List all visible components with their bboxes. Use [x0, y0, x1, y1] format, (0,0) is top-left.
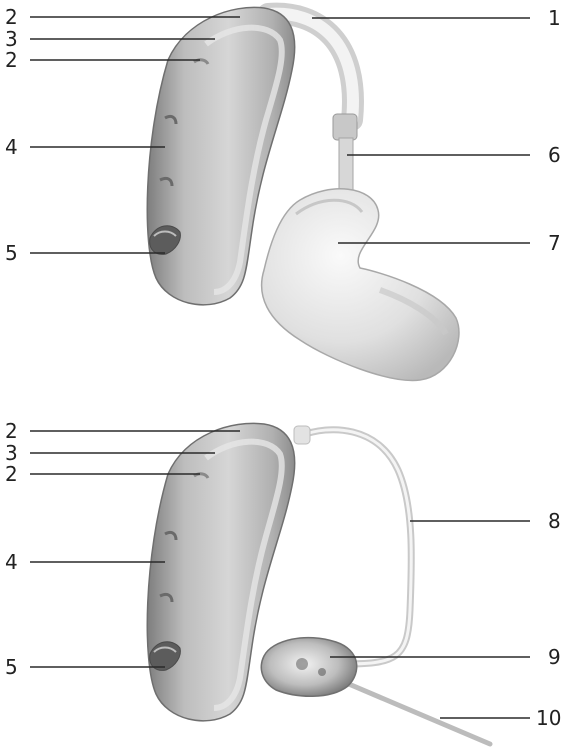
callout-label: 2 — [5, 419, 18, 443]
callout-label: 10 — [536, 706, 561, 730]
callout-label: 5 — [5, 655, 18, 679]
retention-line — [330, 676, 490, 744]
bottom-hearing-aid-illustration — [147, 423, 490, 744]
earmold — [262, 189, 459, 381]
callout-label: 9 — [548, 645, 561, 669]
callout-label: 4 — [5, 550, 18, 574]
callout-label: 4 — [5, 135, 18, 159]
tube-connector — [333, 114, 357, 140]
callout-label: 2 — [5, 5, 18, 29]
callout-label: 2 — [5, 48, 18, 72]
callout-label: 1 — [548, 6, 561, 30]
top-hearing-aid-illustration — [147, 7, 459, 380]
callout-label: 2 — [5, 462, 18, 486]
callout-label: 7 — [548, 231, 561, 255]
callout-label: 8 — [548, 509, 561, 533]
callout-label: 5 — [5, 241, 18, 265]
callout-label: 6 — [548, 143, 561, 167]
dome — [261, 638, 356, 697]
